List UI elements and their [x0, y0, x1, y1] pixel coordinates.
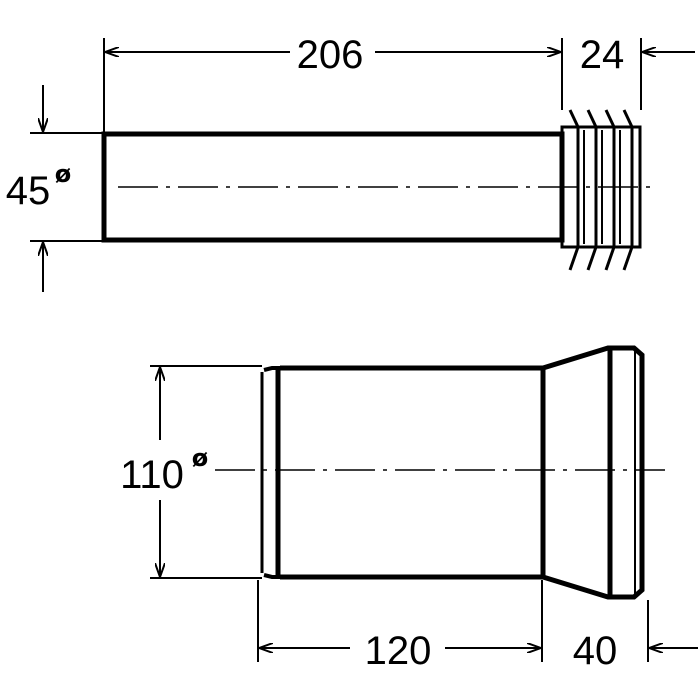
top-pipe [101, 131, 658, 243]
thread-end [560, 109, 642, 271]
top-dimensions [30, 38, 695, 292]
diameter-symbol-icon: ø [55, 160, 72, 188]
diameter-110-label: 110 [120, 453, 184, 497]
thread-length-24-label: 24 [580, 33, 625, 77]
length-206-label: 206 [297, 33, 364, 77]
diameter-symbol-icon: ø [192, 444, 209, 472]
socket-length-40-label: 40 [573, 629, 618, 673]
bottom-dimensions [150, 365, 698, 662]
bottom-pipe [215, 345, 665, 600]
length-120-label: 120 [365, 629, 432, 673]
diameter-45-label: 45 [6, 169, 51, 213]
